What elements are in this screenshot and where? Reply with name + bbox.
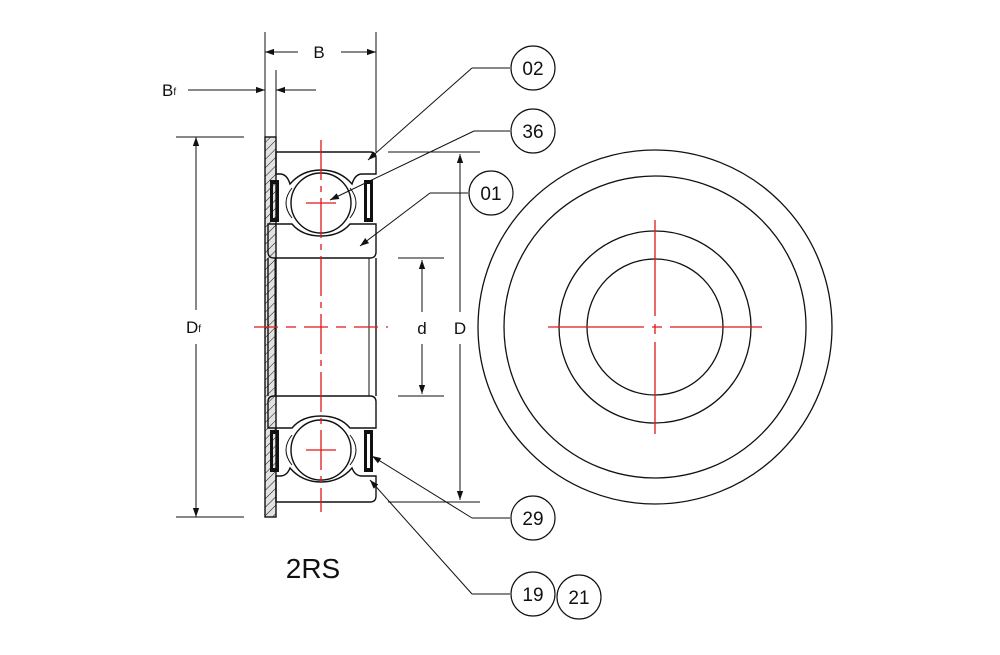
inner-ring-bottom (267, 395, 377, 429)
dim-label-bf: Bf (162, 81, 176, 100)
cage-bottom-right (349, 434, 357, 466)
cage-top-right (349, 187, 357, 219)
inner-ring-top (267, 223, 377, 259)
callout-label-29: 29 (522, 509, 543, 530)
callout-circle-36 (510, 108, 556, 154)
seal-top-right (364, 180, 373, 222)
callout-circle-19 (510, 571, 556, 617)
callout-circle-21 (556, 574, 602, 620)
dim-label-df: Df (186, 318, 201, 337)
callout-label-36: 36 (522, 122, 543, 143)
dim-label-b: B (313, 43, 324, 62)
cage-top-left (285, 187, 293, 219)
dim-label-outer-d: D (454, 319, 466, 338)
cage-bottom-left (285, 434, 293, 466)
callout-label-02: 02 (522, 59, 543, 80)
callout-label-19: 19 (522, 585, 543, 606)
section-view (254, 136, 388, 518)
dim-label-d: d (417, 319, 426, 338)
callout-label-01: 01 (480, 184, 501, 205)
callout-circle-02 (510, 45, 556, 91)
callout-circle-29 (510, 495, 556, 541)
front-view (477, 149, 833, 505)
seal-bottom-right (364, 430, 373, 472)
front-circle-flange (477, 149, 833, 505)
front-circle-outer (503, 175, 807, 479)
seal-top-left (270, 180, 279, 222)
callout-circle-01 (468, 170, 514, 216)
caption-2rs: 2RS (286, 553, 340, 584)
seal-bottom-left (270, 430, 279, 472)
callout-label-21: 21 (568, 588, 589, 609)
outer-ring-bottom (275, 466, 377, 503)
dimension-lines: B Bf Df d D (162, 32, 480, 518)
callouts: 02 36 01 29 19 21 (329, 45, 602, 620)
